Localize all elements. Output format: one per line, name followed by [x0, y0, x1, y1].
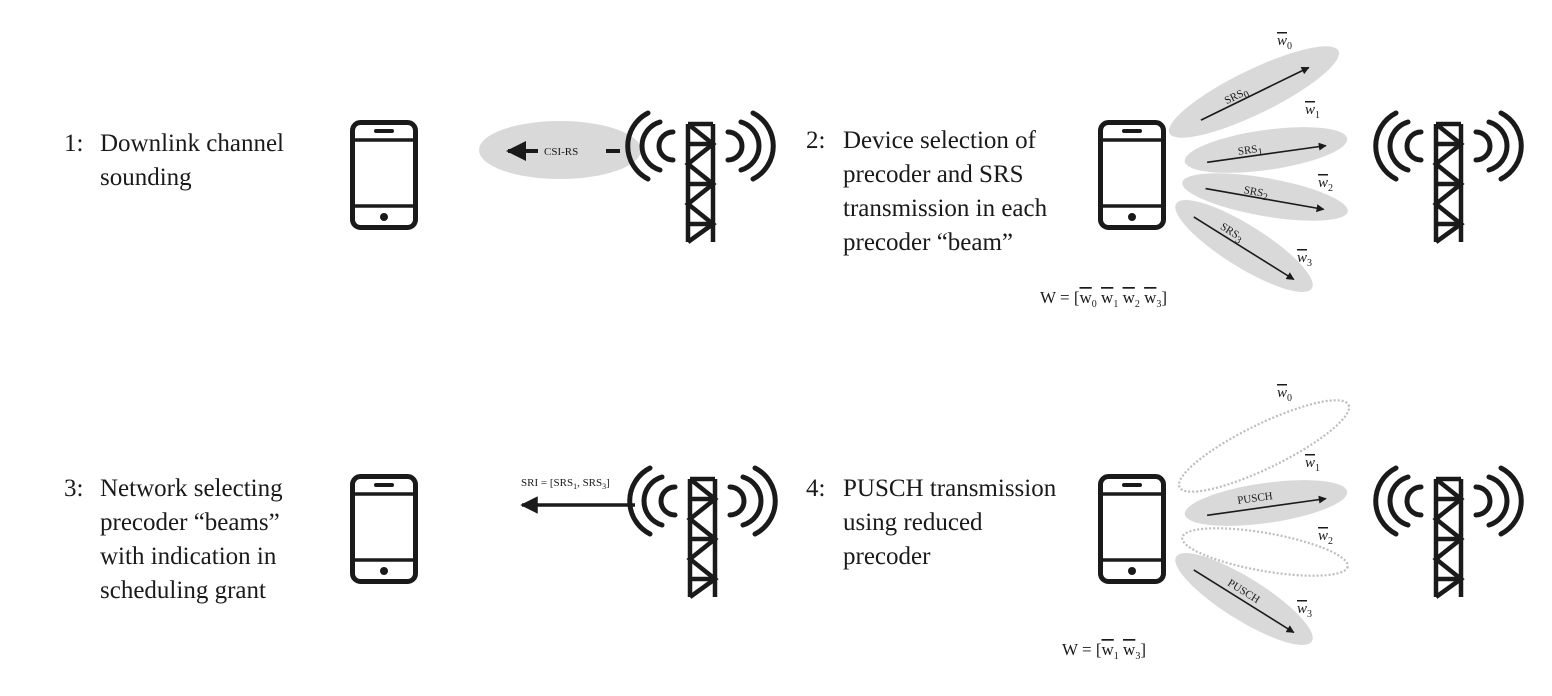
step-1-line-2: sounding: [100, 164, 192, 191]
srs-beam-2-label: SRS2: [1242, 184, 1269, 203]
precoder-matrix-reduced: W = [w1 w3]: [1062, 640, 1146, 662]
precoder-matrix-full: W = [w0 w1 w2 w3]: [1040, 288, 1167, 310]
pusch-beam-3-arrow: [1193, 569, 1295, 634]
weight-w2-label: w2: [1318, 175, 1333, 194]
cell-tower-icon: [1376, 468, 1522, 597]
step-1-line-1: Downlink channel: [100, 130, 284, 157]
weight-w1-label: w1: [1305, 102, 1320, 121]
pusch-beam-3: [1175, 553, 1313, 645]
step-1-number: 1:: [64, 130, 83, 157]
weight-w3-label: w3: [1297, 601, 1312, 620]
srs-beam-2: [1182, 173, 1348, 221]
step-4-line-3: precoder: [843, 543, 931, 570]
inactive-beam-0: [1177, 399, 1351, 493]
smartphone-icon: [353, 477, 416, 582]
inactive-beam-2: [1181, 527, 1349, 577]
cell-tower-icon: [1376, 113, 1522, 242]
step-2-line-3: transmission in each: [843, 195, 1048, 222]
cell-tower-icon: [628, 113, 774, 242]
step-2-line-1: Device selection of: [843, 127, 1037, 154]
srs-beam-1-arrow: [1207, 142, 1327, 164]
precoder-weights: w0 w1 w2 w3: [1277, 33, 1333, 269]
panel-3-network-selection: 3: Network selecting precoder “beams” wi…: [64, 468, 775, 604]
weight-w3-label: w3: [1297, 250, 1312, 269]
step-2-number: 2:: [806, 127, 825, 154]
step-3-line-1: Network selecting: [100, 475, 283, 502]
smartphone-icon: [353, 123, 416, 228]
sri-indication-label: SRI = [SRS1, SRS3]: [521, 477, 610, 491]
precoder-weights: w0 w1 w2 w3: [1277, 385, 1333, 620]
srs-beam-1: [1184, 127, 1348, 173]
smartphone-icon: [1101, 477, 1164, 582]
srs-beam-1-label: SRS1: [1237, 143, 1263, 161]
csi-rs-label: CSI-RS: [544, 146, 578, 158]
step-4-line-2: using reduced: [843, 509, 983, 536]
cell-tower-icon: [630, 468, 776, 597]
step-3-line-2: precoder “beams”: [100, 509, 280, 536]
step-2-line-4: precoder “beam”: [843, 229, 1013, 256]
pusch-beam-1-arrow: [1207, 495, 1327, 517]
srs-beams: SRS0 SRS1 SRS2 SRS3: [1168, 46, 1348, 292]
smartphone-icon: [1101, 123, 1164, 228]
csi-rs-beam: [479, 121, 641, 179]
pusch-beam-1: [1184, 480, 1348, 526]
step-3-line-4: scheduling grant: [100, 577, 266, 604]
srs-beam-0-arrow: [1200, 66, 1310, 121]
step-3-number: 3:: [64, 475, 83, 502]
srs-beam-3-arrow: [1193, 216, 1295, 281]
panel-4-pusch-transmission: 4: PUSCH transmission using reduced prec…: [806, 385, 1521, 662]
step-3-line-3: with indication in: [100, 543, 277, 570]
step-2-line-2: precoder and SRS: [843, 161, 1024, 188]
weight-w0-label: w0: [1277, 33, 1292, 52]
weight-w0-label: w0: [1277, 385, 1292, 404]
pusch-beam-1-label: PUSCH: [1237, 490, 1274, 507]
weight-w2-label: w2: [1318, 528, 1333, 547]
step-4-number: 4:: [806, 475, 825, 502]
panel-2-srs-transmission: 2: Device selection of precoder and SRS …: [806, 33, 1522, 310]
step-4-line-1: PUSCH transmission: [843, 475, 1057, 502]
weight-w1-label: w1: [1305, 455, 1320, 474]
srs-beam-2-arrow: [1205, 187, 1325, 213]
pusch-beams: PUSCH PUSCH: [1175, 399, 1351, 645]
panel-1-downlink-sounding: 1: Downlink channel sounding CSI-RS: [64, 113, 773, 242]
